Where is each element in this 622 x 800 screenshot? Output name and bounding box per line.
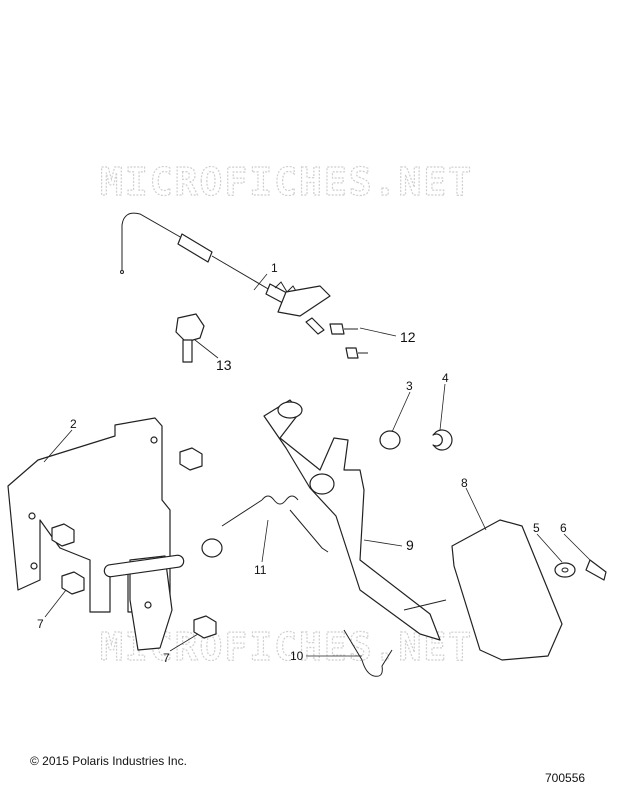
mounting-bracket [7, 417, 185, 651]
callout-8: 8 [461, 476, 468, 490]
cable-clip [175, 313, 205, 363]
pedal-spring [343, 629, 393, 677]
callout-7a: 7 [37, 617, 44, 631]
callout-9: 9 [406, 537, 414, 553]
pivot-bushing [379, 429, 453, 451]
watermark-top: MICROFICHES.NET [100, 160, 473, 204]
callout-4: 4 [442, 371, 449, 385]
screws [329, 323, 368, 359]
return-spring [201, 495, 329, 558]
callout-12: 12 [400, 329, 416, 345]
callout-6: 6 [560, 521, 567, 535]
pedal-pad [451, 519, 563, 661]
brake-pedal-arm [263, 399, 447, 641]
callout-1: 1 [271, 261, 278, 275]
callout-11: 11 [254, 563, 267, 577]
callout-10: 10 [290, 649, 304, 663]
callout-3: 3 [406, 379, 413, 393]
drawing-number: 700556 [545, 771, 586, 785]
throttle-cable [120, 212, 331, 335]
callout-2: 2 [70, 417, 77, 431]
callout-7b: 7 [163, 651, 170, 665]
callout-5: 5 [533, 521, 540, 535]
leader-lines [43, 273, 591, 657]
washer-and-pin [554, 559, 607, 581]
callout-13: 13 [216, 357, 232, 373]
flange-nuts [51, 447, 217, 639]
copyright-notice: © 2015 Polaris Industries Inc. [30, 754, 187, 768]
